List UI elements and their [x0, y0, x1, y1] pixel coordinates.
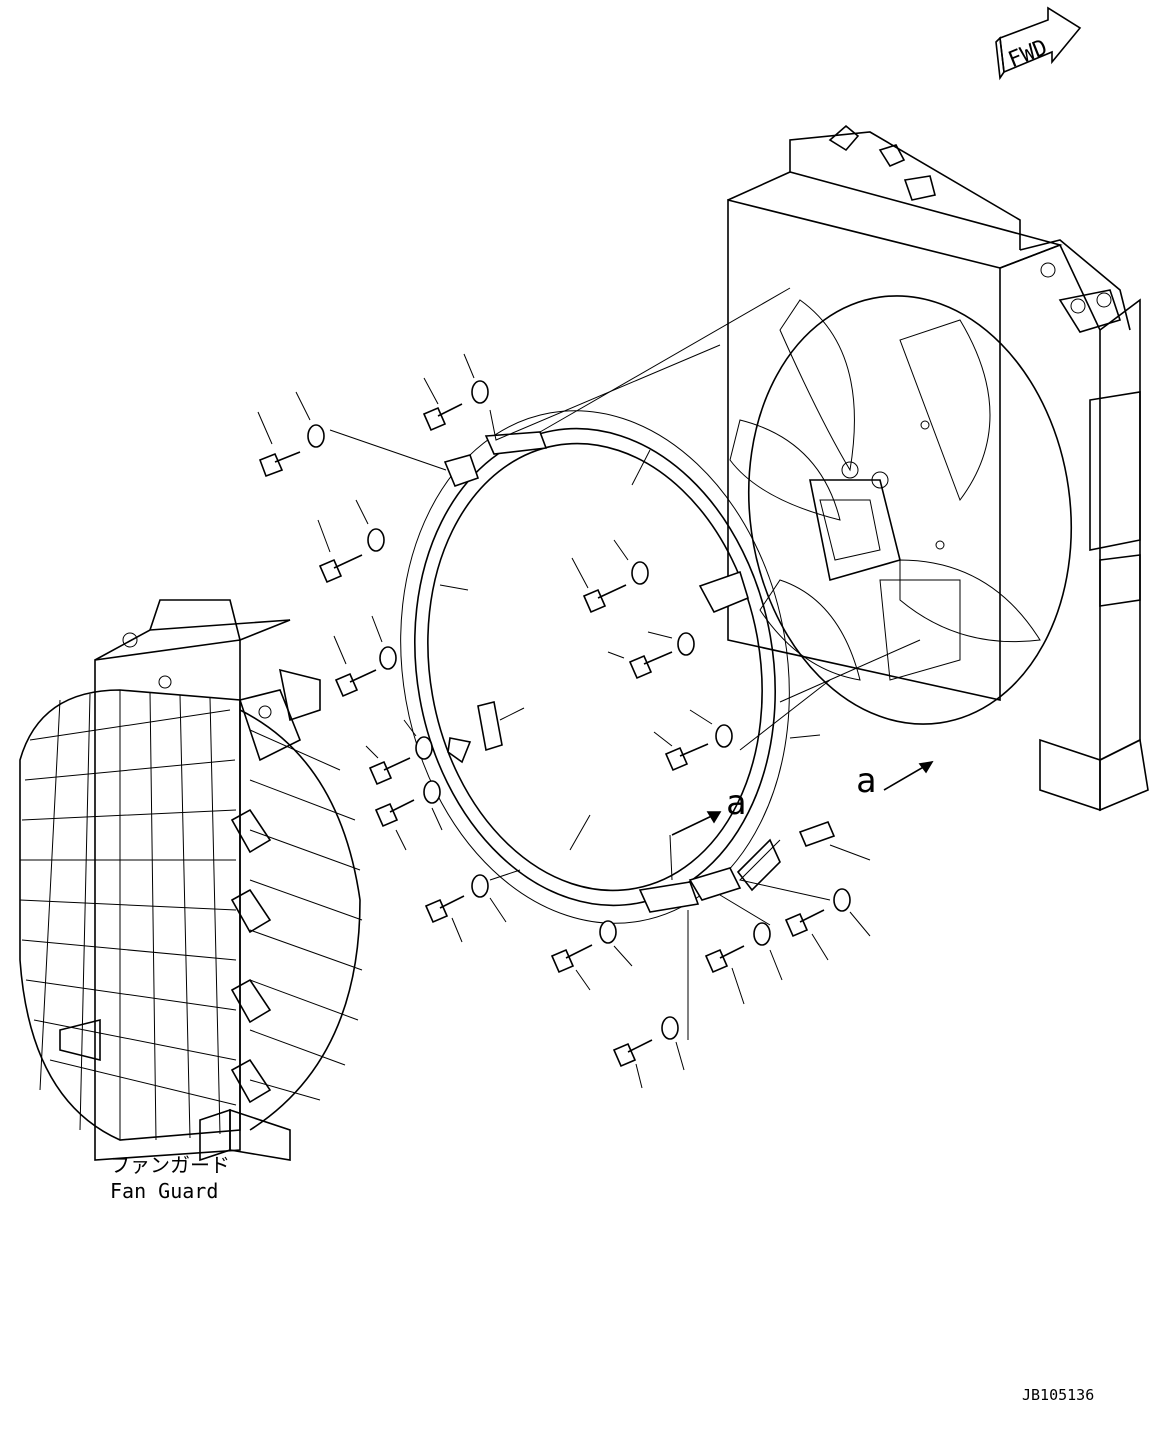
part-leaders — [257, 353, 871, 1089]
view-a-inner-label: a — [726, 783, 746, 823]
fan — [729, 295, 1073, 725]
fan-shroud-ring — [400, 410, 790, 924]
washer-icon — [307, 380, 851, 1040]
fan-guard-label-jp: ファンガード — [110, 1153, 230, 1177]
view-a-main-label: a — [856, 761, 876, 801]
leader-lines — [329, 287, 921, 1040]
view-a-callout-main: a — [856, 760, 934, 801]
fan-guard — [19, 599, 363, 1162]
fwd-arrow-icon: FWD — [995, 6, 1082, 81]
bolt-icon — [258, 403, 825, 1068]
fan-guard-label-en: Fan Guard — [110, 1179, 218, 1203]
view-a-callout-inner: a — [671, 783, 746, 836]
drawing-number: JB105136 — [1022, 1386, 1094, 1404]
radiator-assembly — [727, 124, 1149, 812]
